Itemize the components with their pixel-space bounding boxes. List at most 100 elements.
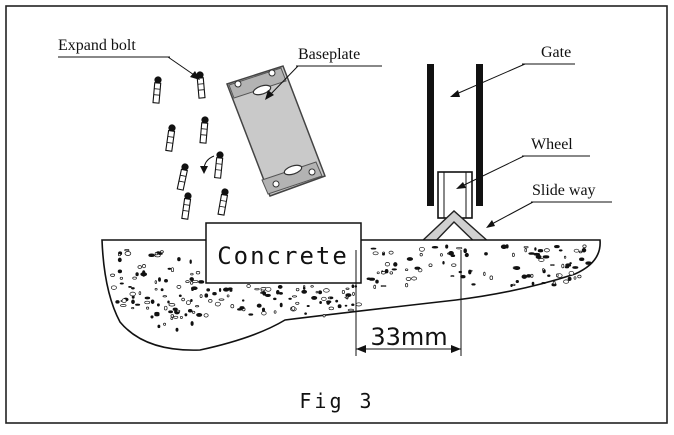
expand-bolt xyxy=(214,151,224,179)
expand-bolt-leader-line xyxy=(167,56,198,78)
expand-bolt xyxy=(217,188,229,216)
aggregate-speck xyxy=(366,277,372,280)
expand-bolt xyxy=(152,76,162,104)
aggregate-speck xyxy=(164,279,168,283)
figure-caption: Fig 3 xyxy=(299,389,374,413)
aggregate-speck xyxy=(375,279,379,284)
aggregate-speck xyxy=(179,315,183,319)
aggregate-speck xyxy=(167,267,172,270)
aggregate-speck xyxy=(301,289,308,294)
aggregate-speck xyxy=(512,252,515,258)
aggregate-speck xyxy=(404,268,409,271)
expand-bolt-group xyxy=(152,71,229,220)
aggregate-speck xyxy=(264,293,271,297)
aggregate-speck xyxy=(132,276,137,280)
aggregate-speck xyxy=(158,252,163,255)
aggregate-speck xyxy=(389,271,394,275)
aggregate-speck xyxy=(176,285,182,289)
aggregate-speck xyxy=(170,267,175,273)
aggregate-speck xyxy=(204,293,209,298)
slide-way-leader-arrow xyxy=(486,220,495,228)
gate xyxy=(427,64,483,206)
aggregate-speck xyxy=(393,262,398,267)
aggregate-speck xyxy=(439,253,443,257)
aggregate-speck xyxy=(542,255,550,259)
aggregate-speck xyxy=(554,245,560,249)
aggregate-speck xyxy=(158,277,161,282)
aggregate-speck xyxy=(131,287,135,290)
aggregate-speck xyxy=(154,313,160,317)
aggregate-speck xyxy=(329,296,334,299)
aggregate-speck xyxy=(406,257,414,261)
concrete-aggregate xyxy=(110,244,592,332)
aggregate-speck xyxy=(448,250,454,256)
aggregate-speck xyxy=(223,287,230,292)
aggregate-speck xyxy=(254,287,260,291)
aggregate-speck xyxy=(384,269,389,274)
aggregate-speck xyxy=(246,284,251,288)
aggregate-speck xyxy=(185,300,191,305)
aggregate-speck xyxy=(405,283,409,288)
aggregate-speck xyxy=(187,308,193,313)
aggregate-speck xyxy=(230,304,235,309)
wheel-leader-line xyxy=(459,155,525,188)
aggregate-speck xyxy=(347,308,355,312)
aggregate-speck xyxy=(388,250,394,255)
aggregate-speck xyxy=(344,304,348,307)
aggregate-speck xyxy=(121,298,127,304)
aggregate-speck xyxy=(146,306,150,310)
aggregate-speck xyxy=(513,266,521,271)
aggregate-speck xyxy=(226,294,230,298)
aggregate-speck xyxy=(384,262,390,267)
aggregate-speck xyxy=(156,303,160,307)
aggregate-speck xyxy=(185,280,190,283)
aggregate-speck xyxy=(239,306,245,310)
aggregate-speck xyxy=(326,300,332,304)
aggregate-speck xyxy=(261,307,266,312)
aggregate-speck xyxy=(191,310,196,314)
baseplate-slot xyxy=(252,84,272,96)
figure-frame xyxy=(5,5,668,424)
aggregate-speck xyxy=(279,302,283,308)
baseplate-label: Baseplate xyxy=(298,46,360,63)
aggregate-speck xyxy=(218,288,222,292)
aggregate-speck xyxy=(128,285,132,288)
aggregate-speck xyxy=(370,247,377,250)
aggregate-speck xyxy=(162,295,168,298)
aggregate-speck xyxy=(431,245,439,249)
aggregate-speck xyxy=(175,327,179,332)
aggregate-speck xyxy=(405,276,412,281)
baseplate-leader-arrow xyxy=(265,90,274,100)
aggregate-speck xyxy=(177,257,181,262)
expand-bolt xyxy=(181,192,192,220)
aggregate-speck xyxy=(176,309,181,313)
aggregate-speck xyxy=(569,262,572,265)
aggregate-speck xyxy=(195,305,200,308)
aggregate-speck xyxy=(577,274,582,279)
aggregate-speck xyxy=(302,286,306,290)
aggregate-speck xyxy=(124,249,130,252)
baseplate-hole xyxy=(268,69,276,77)
aggregate-speck xyxy=(261,311,267,316)
aggregate-speck xyxy=(564,265,570,269)
aggregate-speck xyxy=(144,296,151,300)
aggregate-speck xyxy=(278,292,283,295)
dimension-label: 33mm xyxy=(370,323,447,351)
aggregate-speck xyxy=(154,280,157,284)
aggregate-speck xyxy=(150,315,154,319)
aggregate-speck xyxy=(184,313,188,317)
aggregate-speck xyxy=(119,282,124,285)
aggregate-speck xyxy=(337,304,342,309)
baseplate-slot xyxy=(283,164,303,176)
aggregate-speck xyxy=(537,249,544,253)
slide-way-label: Slide way xyxy=(532,182,596,199)
aggregate-speck xyxy=(521,274,528,279)
aggregate-speck xyxy=(352,291,355,296)
aggregate-speck xyxy=(189,281,194,285)
aggregate-speck xyxy=(568,270,575,276)
aggregate-speck xyxy=(140,272,148,277)
aggregate-speck xyxy=(531,281,535,286)
aggregate-speck xyxy=(328,306,334,311)
aggregate-speck xyxy=(445,244,449,249)
